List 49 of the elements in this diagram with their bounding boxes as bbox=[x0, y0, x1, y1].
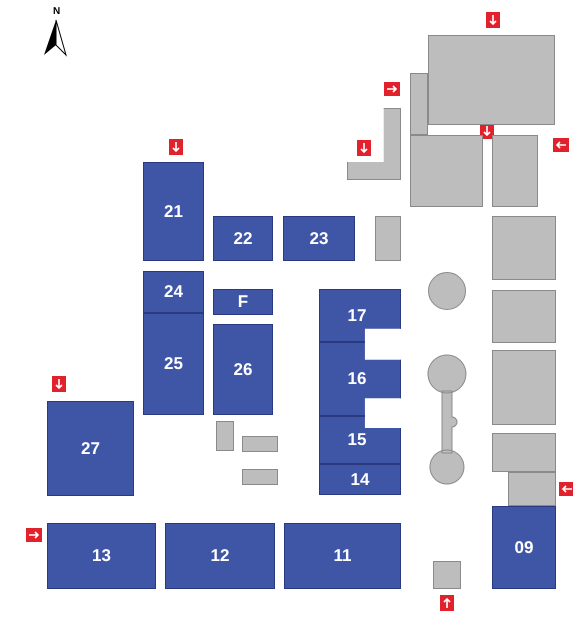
building-block bbox=[492, 433, 556, 472]
hall-number: 11 bbox=[334, 546, 352, 566]
building-block bbox=[410, 135, 483, 207]
exhibition-hall bbox=[213, 324, 273, 415]
hall-number: 09 bbox=[514, 538, 534, 558]
building-block bbox=[433, 561, 461, 589]
exhibition-hall bbox=[165, 523, 275, 589]
exhibition-hall bbox=[143, 271, 204, 313]
building-shape bbox=[428, 355, 466, 485]
hall-number: 17 bbox=[348, 306, 366, 326]
building-block bbox=[492, 350, 556, 425]
hall-number: 23 bbox=[310, 228, 328, 248]
exhibition-hall bbox=[213, 216, 273, 261]
hall-number: 16 bbox=[348, 369, 366, 389]
exhibition-hall bbox=[143, 313, 204, 415]
exhibition-hall bbox=[492, 506, 556, 589]
hall-number: 13 bbox=[92, 546, 111, 566]
building-block bbox=[428, 272, 466, 310]
hall-number: 12 bbox=[210, 546, 230, 566]
hall-number: 26 bbox=[234, 360, 252, 380]
exhibition-hall bbox=[47, 523, 156, 589]
building-block bbox=[492, 135, 538, 207]
north-label: N bbox=[53, 6, 60, 17]
building-block bbox=[242, 469, 278, 485]
building-block bbox=[410, 73, 428, 135]
building-block bbox=[428, 35, 555, 125]
building-block bbox=[375, 216, 401, 261]
hall-number: 27 bbox=[81, 438, 100, 458]
building-block bbox=[492, 290, 556, 343]
exhibition-hall bbox=[319, 342, 401, 416]
hall-number: 21 bbox=[164, 202, 183, 222]
exhibition-hall bbox=[284, 523, 401, 589]
exhibition-hall bbox=[213, 289, 273, 315]
exhibition-hall bbox=[319, 416, 401, 464]
hall-number: 14 bbox=[350, 470, 370, 490]
hall-number: F bbox=[238, 292, 248, 312]
hall-number: 24 bbox=[164, 282, 183, 302]
hall-number: 22 bbox=[234, 228, 252, 248]
exhibition-hall bbox=[319, 289, 401, 342]
exhibition-hall bbox=[319, 464, 401, 495]
exhibition-hall bbox=[283, 216, 355, 261]
building-block bbox=[242, 436, 278, 452]
building-block bbox=[508, 472, 556, 506]
exhibition-hall bbox=[143, 162, 204, 261]
exhibition-hall bbox=[47, 401, 134, 496]
hall-number: 15 bbox=[348, 430, 366, 450]
hall-number: 25 bbox=[164, 354, 183, 374]
building-block bbox=[216, 421, 234, 451]
building-block bbox=[492, 216, 556, 280]
